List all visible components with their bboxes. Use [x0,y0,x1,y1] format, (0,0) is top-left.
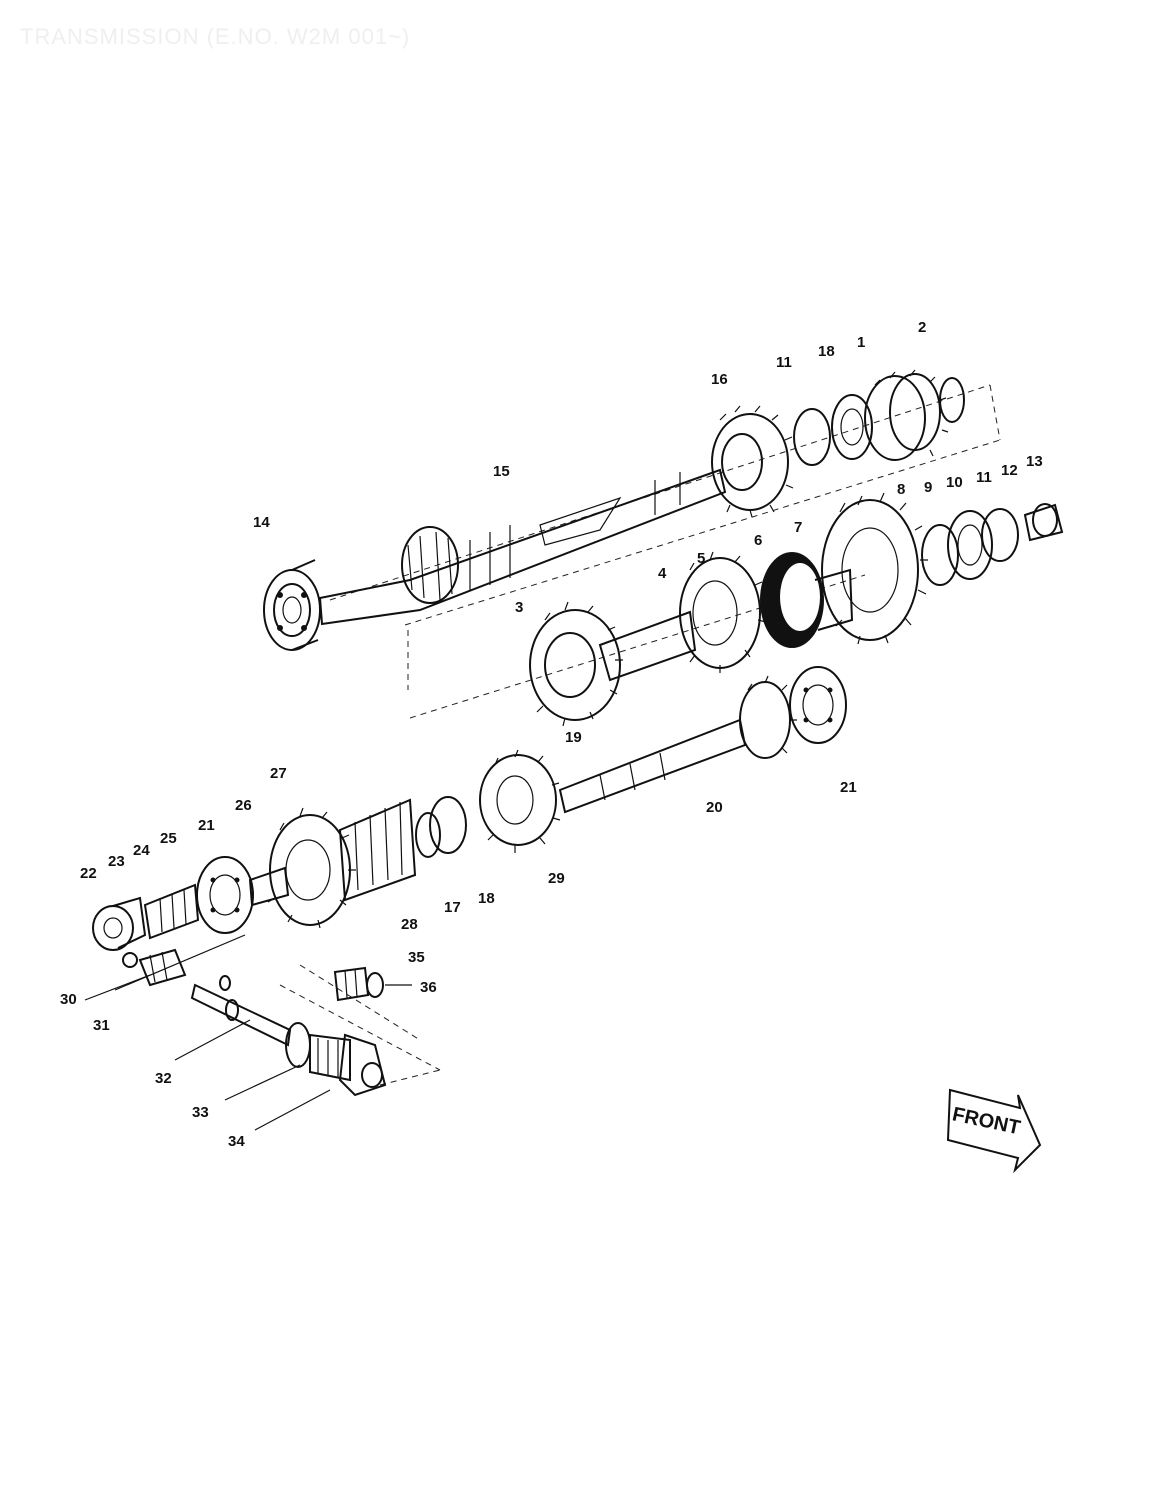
callout-33: 33 [192,1104,209,1121]
callout-14: 14 [253,514,270,531]
callout-30: 30 [60,991,77,1008]
callout-32: 32 [155,1070,172,1087]
callout-20: 20 [706,799,723,816]
callout-35: 35 [408,949,425,966]
guide-lines [279,384,1001,1086]
callout-21-left: 21 [198,817,215,834]
callout-7: 7 [794,519,802,536]
gear-1-assembly [793,369,965,466]
front-label: FRONT [950,1103,1022,1139]
callout-27: 27 [270,765,287,782]
callout-4: 4 [658,565,667,582]
callout-21-right: 21 [840,779,857,796]
callout-18-lower: 18 [478,890,495,907]
page-title: TRANSMISSION (E.NO. W2M 001~) [20,24,411,49]
callout-18-top: 18 [818,343,835,360]
callout-36: 36 [420,979,437,996]
callout-8: 8 [897,481,905,498]
callout-16: 16 [711,371,728,388]
callout-15: 15 [493,463,510,480]
mainshaft-15 [318,468,727,626]
callout-28: 28 [401,916,418,933]
callout-23: 23 [108,853,125,870]
callout-19: 19 [565,729,582,746]
callout-12: 12 [1001,462,1018,479]
leader-lines [84,934,412,1131]
callout-numbers: 1 2 3 4 5 6 7 8 9 10 11 11 12 13 14 15 1… [60,319,1043,1150]
countershaft-20 [558,675,797,814]
front-arrow: FRONT [946,1088,1042,1174]
callout-17: 17 [444,899,461,916]
gear-8-cluster [821,492,1064,645]
callout-2: 2 [918,319,926,336]
callout-34: 34 [228,1133,245,1150]
callout-24: 24 [133,842,150,859]
drive-gear-assembly [92,796,467,951]
callout-10: 10 [946,474,963,491]
callout-9: 9 [924,479,932,496]
callout-22: 22 [80,865,97,882]
callout-5: 5 [697,550,705,567]
callout-11-top: 11 [776,354,792,371]
callout-1: 1 [857,334,865,351]
bearing-14 [263,559,321,651]
callout-13: 13 [1026,453,1043,470]
callout-3: 3 [515,599,523,616]
dog-ring-6-7 [760,552,854,648]
callout-31: 31 [93,1017,110,1034]
callout-29: 29 [548,870,565,887]
callout-11-right: 11 [976,469,992,486]
gear-5 [598,551,767,682]
gear-29 [479,749,561,853]
gear-16 [711,405,794,518]
callout-25: 25 [160,830,177,847]
callout-6: 6 [754,532,762,549]
bearing-21-upper [789,666,847,744]
part-35-36 [333,966,384,1002]
gear-19 [529,601,623,727]
callout-26: 26 [235,797,252,814]
